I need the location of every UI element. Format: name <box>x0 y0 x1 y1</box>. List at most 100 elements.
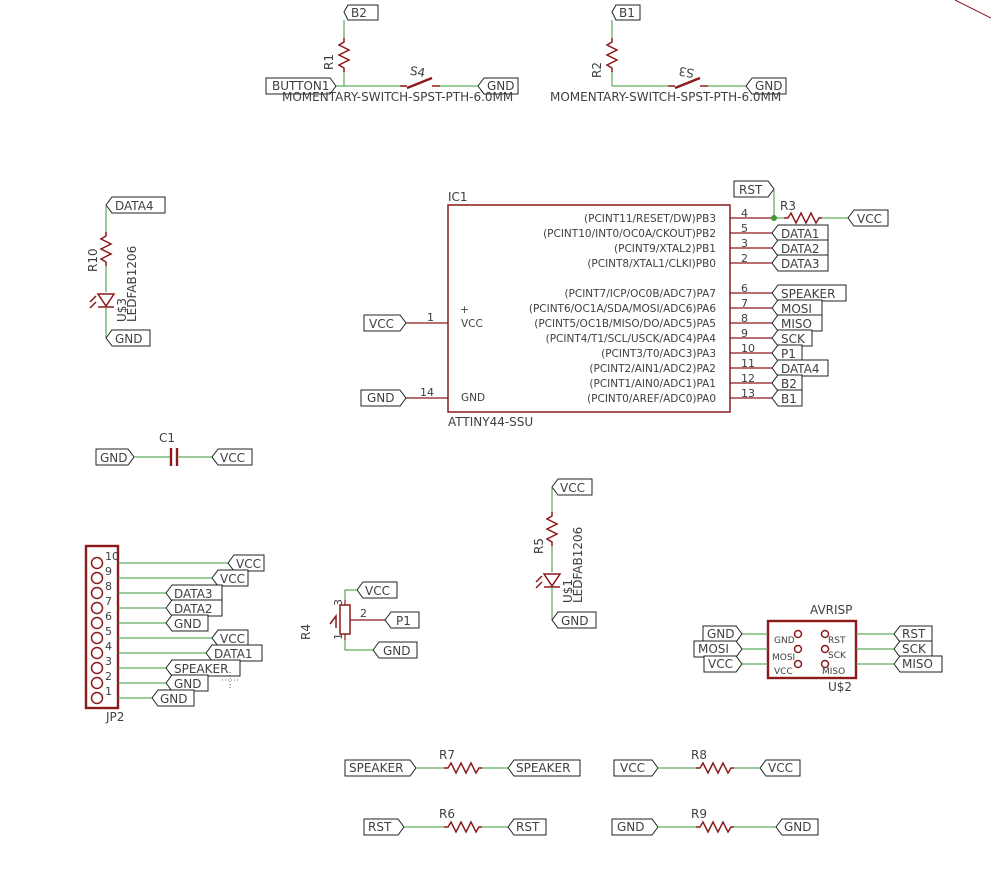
part-label-c1: C1 <box>159 431 175 445</box>
jp2-pin-number: 10 <box>105 550 119 563</box>
net-label-rst <box>733 180 775 198</box>
net-label-gnd <box>95 448 135 466</box>
ic1-pin-number: 4 <box>741 207 748 220</box>
net-label-speaker <box>507 759 581 777</box>
net-label-vcc-text: VCC <box>220 572 245 586</box>
ic1-pin-name: (PCINT7/ICP/OC0B/ADC7)PA7 <box>564 288 716 300</box>
net-label-b2-text: B2 <box>781 377 797 391</box>
resistor-r7: SPEAKER SPEAKER R7 <box>344 748 581 777</box>
ic1-pin-number: 7 <box>741 297 748 310</box>
net-label-gnd-text: GND <box>755 79 783 93</box>
capacitor-c1: GND VCC C1 <box>95 431 253 466</box>
ic1-pin-name: (PCINT11/RESET/DW)PB3 <box>584 213 716 225</box>
net-label-gnd <box>360 389 407 407</box>
frame-corner-line <box>954 0 991 19</box>
net-label-sck <box>771 329 813 347</box>
ic1-pin-number: 11 <box>741 357 755 370</box>
net-label-p1-text: P1 <box>781 347 796 361</box>
net-label-gnd-text: GND <box>174 617 202 631</box>
net-label-data4 <box>771 359 829 377</box>
ic1-plus-mark: + <box>460 304 469 316</box>
net-label-data3 <box>165 584 223 602</box>
ic1-pin-number: 9 <box>741 327 748 340</box>
net-label-data1-text: DATA1 <box>214 647 253 661</box>
ic1-pin-name: (PCINT0/AREF/ADC0)PA0 <box>587 393 716 405</box>
led-u1-circuit: VCC GND R5 U$1 LEDFAB1206 <box>532 478 597 629</box>
part-label-r4: R4 <box>299 624 313 640</box>
ic1-pin-name: (PCINT1/AIN0/ADC1)PA1 <box>589 378 716 390</box>
net-label-b1-text: B1 <box>619 6 635 20</box>
net-label-speaker-text: SPEAKER <box>516 761 570 775</box>
jp2-pin-number: 3 <box>105 655 112 668</box>
net-label-rst-text: RST <box>368 820 392 834</box>
avrisp-pin-mosi: MOSI <box>772 653 795 663</box>
jp2-pin-number: 5 <box>105 625 112 638</box>
part-label-u3: U$3 <box>115 298 129 322</box>
net-label-speaker <box>344 759 417 777</box>
net-label-p1-text: P1 <box>396 614 411 628</box>
net-label-b1-text: B1 <box>781 392 797 406</box>
net-label-p1 <box>384 611 420 629</box>
net-label-data3-text: DATA3 <box>174 587 213 601</box>
net-label-vcc-text: VCC <box>708 657 733 671</box>
avrisp-pin-sck: SCK <box>828 651 847 661</box>
led-value-u3: LEDFAB1206 <box>125 246 139 322</box>
net-label-speaker-text: SPEAKER <box>174 662 228 676</box>
ic1-pin-number: 13 <box>741 387 755 400</box>
net-label-b2 <box>343 4 379 21</box>
net-label-gnd <box>702 625 743 643</box>
net-label-vcc <box>363 314 407 332</box>
switch-value-s4: MOMENTARY-SWITCH-SPST-PTH-6.0MM <box>282 90 513 104</box>
net-label-data3 <box>771 254 829 272</box>
net-label-gnd <box>477 77 519 95</box>
avrisp-pin-miso: MISO <box>822 667 845 677</box>
net-label-gnd-text: GND <box>367 391 395 405</box>
net-label-vcc <box>356 581 398 599</box>
net-label-sck <box>893 640 933 658</box>
switch-value-s3: MOMENTARY-SWITCH-SPST-PTH-6.0MM <box>550 90 781 104</box>
net-label-gnd <box>611 818 659 836</box>
ic1-pin-name: (PCINT9/XTAL2)PB1 <box>614 243 716 255</box>
net-label-vcc <box>551 478 593 496</box>
avrisp-pin-gnd: GND <box>774 636 795 646</box>
net-label-vcc <box>703 655 743 673</box>
net-label-vcc-text: VCC <box>220 632 245 646</box>
ic1-pin-number: 2 <box>741 252 748 265</box>
ic1-attiny44: IC1 ATTINY44-SSU + VCC GND 1 14 (PCINT11… <box>406 190 772 429</box>
net-label-data1-text: DATA1 <box>781 227 820 241</box>
net-label-gnd-text: GND <box>115 332 143 346</box>
part-label-r8: R8 <box>691 748 707 762</box>
led-u3-circuit: DATA4 GND R10 U$3 LEDFAB1206 <box>86 196 166 347</box>
r4-pin-2: 2 <box>360 607 367 620</box>
ic1-right-connections: RST R3 VCC DATA1DATA2DATA3SPEAKERMOSIMIS… <box>733 180 889 407</box>
part-label-u2: U$2 <box>828 680 852 694</box>
net-label-vcc <box>211 448 253 466</box>
ic1-pin-name: (PCINT10/INT0/OC0A/CKOUT)PB2 <box>543 228 716 240</box>
net-label-p1 <box>771 344 803 362</box>
ic1-pin-num-vcc: 1 <box>427 311 434 324</box>
net-label-vcc-text: VCC <box>620 761 645 775</box>
net-label-gnd <box>775 818 819 836</box>
part-label-avrisp: AVRISP <box>810 603 852 617</box>
net-label-mosi-text: MOSI <box>698 642 729 656</box>
ic1-pin-name: (PCINT8/XTAL1/CLKI)PB0 <box>587 258 716 270</box>
jp2-pin-number: 6 <box>105 610 112 623</box>
button-s4-circuit: B2 BUTTON1 GND R1 S4 MOMENTARY-SWITCH-SP… <box>265 4 519 104</box>
ic1-pin-number: 3 <box>741 237 748 250</box>
net-label-gnd-text: GND <box>100 451 128 465</box>
net-label-data3-text: DATA3 <box>781 257 820 271</box>
net-label-vcc <box>759 759 801 777</box>
jp2-pin-number: 9 <box>105 565 112 578</box>
net-label-miso <box>893 655 943 673</box>
net-label-miso-text: MISO <box>902 657 933 671</box>
ic1-pin-num-gnd: 14 <box>420 386 434 399</box>
ic1-pin-name: (PCINT6/OC1A/SDA/MOSI/ADC6)PA6 <box>529 303 716 315</box>
net-label-gnd-text: GND <box>487 79 515 93</box>
net-label-rst <box>363 818 405 836</box>
part-label-s3: S3 <box>678 64 695 80</box>
net-label-b2 <box>771 374 803 392</box>
ic1-left-connections: VCC GND <box>360 314 407 407</box>
ic1-pin-number: 12 <box>741 372 755 385</box>
avrisp-u2: AVRISP U$2 GND MOSI VCC RST SCK MISO GND… <box>693 603 943 694</box>
jp2-pin-number: 4 <box>105 640 112 653</box>
